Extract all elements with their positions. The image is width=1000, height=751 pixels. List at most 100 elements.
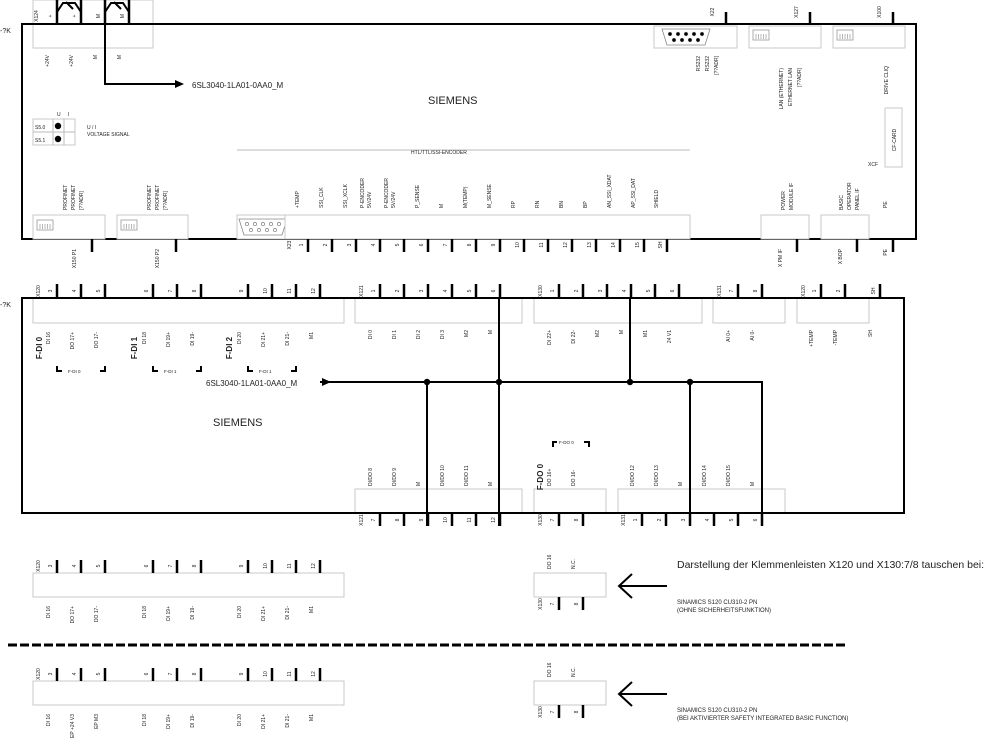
pin-number: 2 bbox=[574, 289, 580, 292]
connector-label: X100 bbox=[877, 6, 883, 18]
signal-label: DO 17+ bbox=[70, 606, 76, 623]
signal-label: DO 16+ bbox=[547, 469, 553, 486]
pin-number: 9 bbox=[419, 518, 425, 521]
pin-number: 7 bbox=[443, 243, 449, 246]
pin-number: 3 bbox=[681, 518, 687, 521]
pin-number: 8 bbox=[574, 710, 580, 713]
signal-label: PROFINET bbox=[71, 185, 77, 210]
pin-number: 7 bbox=[371, 518, 377, 521]
pin-number: 8 bbox=[192, 564, 198, 567]
pin-number: 12 bbox=[311, 563, 317, 569]
signal-label: DRIVE CLIQ bbox=[884, 66, 890, 94]
signal-label: DI 21+ bbox=[261, 606, 267, 621]
pin-number: 9 bbox=[239, 564, 245, 567]
pin-number: 4 bbox=[443, 289, 449, 292]
pin-number: 12 bbox=[311, 671, 317, 677]
signal-label: AN_SSI_XDAT bbox=[607, 174, 613, 208]
pin-number: 7 bbox=[168, 672, 174, 675]
signal-label: PROFINET bbox=[155, 185, 161, 210]
ui-row-label: S5.1 bbox=[35, 138, 46, 144]
rj45-port-icon bbox=[120, 219, 138, 231]
group-bracket-label: F-DI 1 bbox=[164, 369, 177, 374]
connector-label: X BOP bbox=[838, 248, 844, 264]
signal-label: DI 21+ bbox=[261, 714, 267, 729]
signal-label: DO 17+ bbox=[70, 332, 76, 349]
signal-label: DI/DO 12 bbox=[630, 465, 636, 486]
signal-label: DI 19+ bbox=[166, 606, 172, 621]
signal-label: DI 21- bbox=[285, 606, 291, 620]
pin-number: 11 bbox=[287, 288, 293, 293]
signal-label: DI 18 bbox=[142, 332, 148, 344]
signal-label: DI/DO 10 bbox=[440, 465, 446, 486]
signal-label: DI 22+ bbox=[547, 330, 553, 345]
group-bracket-label: F-DI 0 bbox=[68, 369, 81, 374]
ui-col-label: U bbox=[57, 112, 61, 118]
connector-label: X23 bbox=[287, 240, 293, 249]
safety-group-label: F-DI 2 bbox=[225, 336, 234, 359]
pin-number: 6 bbox=[144, 672, 150, 675]
db9-pin bbox=[249, 228, 253, 232]
signal-label: M2 bbox=[464, 330, 470, 337]
signal-label: DI/DO 9 bbox=[392, 468, 398, 486]
signal-label: AI 0- bbox=[750, 330, 756, 341]
cf-card-label: CF-CARD bbox=[892, 128, 898, 151]
signal-label: DI 2 bbox=[416, 330, 422, 339]
db9-pin bbox=[695, 37, 701, 43]
signal-label: P-ENCODER bbox=[384, 178, 390, 208]
part-number-label: 6SL3040-1LA01-0AA0_M bbox=[192, 81, 284, 90]
signal-label: DI 21- bbox=[285, 714, 291, 728]
signal-label: DI/DO 13 bbox=[654, 465, 660, 486]
junction-dot bbox=[495, 378, 503, 386]
signal-label: DI/DO 8 bbox=[368, 468, 374, 486]
pin-number: 12 bbox=[311, 288, 317, 294]
signal-label: RS232 bbox=[696, 56, 702, 72]
db9-pin bbox=[667, 31, 673, 37]
connector-label: X127 bbox=[794, 6, 800, 18]
wire-m-to-part bbox=[104, 24, 176, 85]
db9-pin bbox=[277, 222, 281, 226]
pin-number: 4 bbox=[371, 243, 377, 246]
pin-number: 2 bbox=[657, 518, 663, 521]
signal-label: DI 16 bbox=[46, 332, 52, 344]
pin-number: 4 bbox=[72, 564, 78, 567]
connector-label: X PM IF bbox=[778, 249, 784, 267]
connector-label: X150 P2 bbox=[155, 249, 161, 268]
signal-label: M_SENSE bbox=[487, 183, 493, 208]
rj45-port-icon bbox=[836, 29, 854, 41]
signal-label: DI 0 bbox=[368, 330, 374, 339]
signal-label: RS232 bbox=[705, 56, 711, 72]
signal-label: DI 3 bbox=[440, 330, 446, 339]
pin-number: 1 bbox=[299, 243, 305, 246]
db9-shell bbox=[661, 28, 711, 46]
db9-pin bbox=[671, 37, 677, 43]
safety-group-label: F-DI 0 bbox=[35, 336, 44, 359]
pin-number: 6 bbox=[491, 289, 497, 292]
junction-dot bbox=[686, 378, 694, 386]
pin-number: + bbox=[72, 14, 78, 17]
x131-bottom-strip bbox=[617, 488, 786, 514]
x23-terminal-strip bbox=[284, 214, 691, 240]
connector-label: X130 bbox=[538, 706, 544, 718]
pin-number: 8 bbox=[467, 243, 473, 246]
pin-number: 7 bbox=[550, 602, 556, 605]
signal-label: DI 19- bbox=[190, 332, 196, 346]
signal-label: P_SENSE bbox=[415, 184, 421, 208]
pin-number: 13 bbox=[587, 242, 593, 248]
x130-top-strip bbox=[533, 297, 703, 324]
signal-label: +24V bbox=[45, 54, 51, 66]
connector-label: X22 bbox=[710, 7, 716, 16]
x120-terminal-strip bbox=[32, 297, 345, 324]
signal-label: BP bbox=[583, 201, 589, 208]
pin-number: M bbox=[120, 14, 126, 18]
signal-label: SSI_CLK bbox=[319, 187, 325, 208]
signal-label: DI 18 bbox=[142, 714, 148, 726]
arrow-left-icon bbox=[617, 573, 667, 599]
group-bracket bbox=[552, 441, 590, 447]
x121-bottom-strip bbox=[354, 488, 523, 514]
signal-label: M bbox=[439, 204, 445, 208]
pin-number: 3 bbox=[598, 289, 604, 292]
db9-pin bbox=[257, 228, 261, 232]
pin-number: M bbox=[96, 14, 102, 18]
pin-number: 6 bbox=[419, 243, 425, 246]
pin-number: 5 bbox=[96, 564, 102, 567]
